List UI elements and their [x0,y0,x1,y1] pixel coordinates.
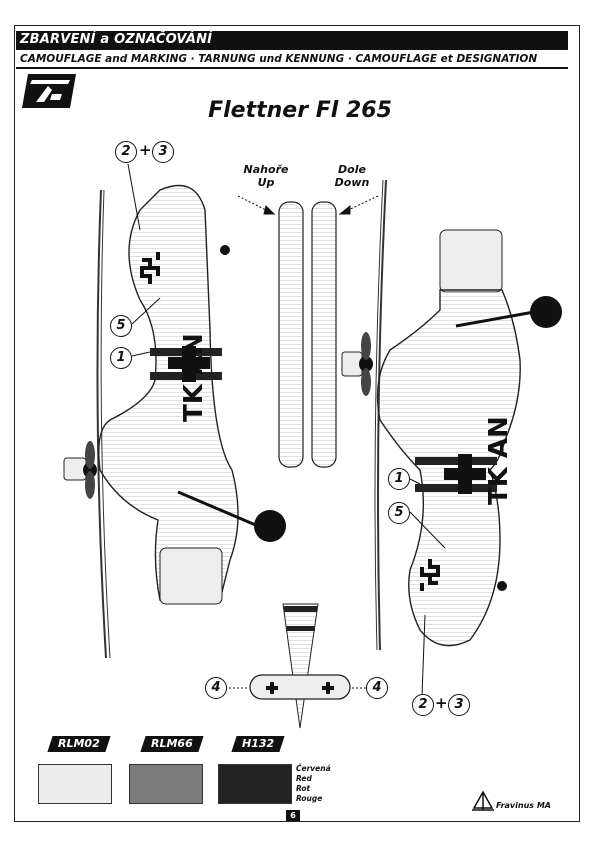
callout-2: 2 [412,694,434,716]
rotor-blade-bottom [311,201,337,468]
callout-4: 4 [205,677,227,699]
callout-plus: + [139,141,152,159]
header-rule [16,67,568,69]
callout-3: 3 [152,141,174,163]
header-title: ZBARVENÍ a OZNAČOVÁNÍ [20,32,213,47]
callout-5: 5 [388,502,410,524]
color-legend: Červená Red Rot Rouge [296,764,331,803]
callout-plus: + [435,694,448,712]
aircraft-left: TK AN [63,184,286,659]
swatch-tag-rlm66: RLM66 [140,736,204,752]
callout-5: 5 [110,315,132,337]
swatch-tag-h132: H132 [231,736,285,752]
callout-3: 3 [448,694,470,716]
rotor-arrows [237,195,379,215]
rotor-blade-top [278,201,304,468]
header-bar [16,31,568,50]
swatch-rlm02 [38,764,112,804]
publisher-logo [22,74,76,108]
page-title: Flettner Fl 265 [208,98,392,123]
svg-text:TK AN: TK AN [484,416,514,505]
leader-lines [127,163,446,697]
brand-name: Fravinus MA [496,801,551,810]
page-number: 6 [286,810,300,821]
callout-2: 2 [115,141,137,163]
swatch-rlm66 [129,764,203,804]
page-frame [14,25,580,822]
tail-plane [249,603,351,729]
callout-1: 1 [110,347,132,369]
svg-text:TK AN: TK AN [179,333,209,422]
callout-4: 4 [366,677,388,699]
swatch-tag-rlm02: RLM02 [47,736,111,752]
callout-1: 1 [388,468,410,490]
header-subtitle: CAMOUFLAGE and MARKING · TARNUNG und KEN… [20,53,538,65]
swatch-h132 [218,764,292,804]
brand-logo-icon [472,790,494,811]
aircraft-right: TK AN [341,179,562,651]
